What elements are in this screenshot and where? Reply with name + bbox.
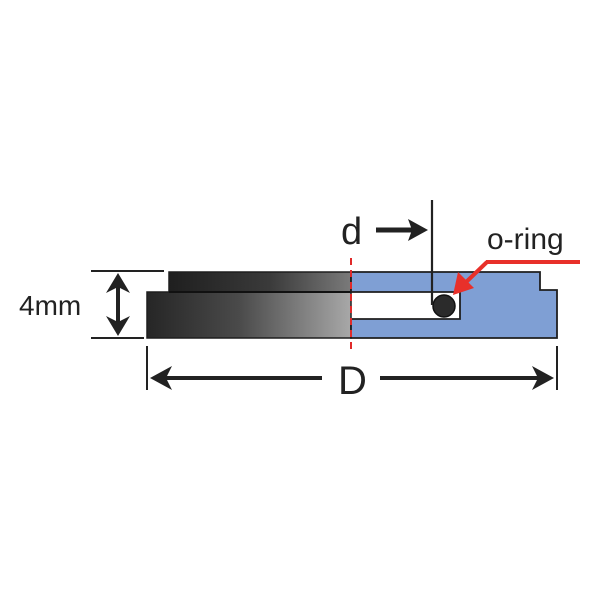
dimension-arrow-icon [532,366,554,390]
dimension-arrow-icon [106,273,130,293]
cross-section-body [350,271,558,339]
small-d-dimension: d [341,200,434,305]
o-ring-callout: o-ring [453,223,580,295]
dimension-arrow-icon [408,219,428,241]
fitting-bottom-body [146,291,352,339]
big-d-dimension: D [146,346,558,403]
d-label: d [341,211,362,253]
dimension-arrow-icon [106,316,130,336]
o-ring-section [432,294,456,318]
diameter-label: D [338,359,367,403]
fitting-exterior-view [146,271,352,339]
thickness-label: 4mm [19,290,81,321]
fitting-cross-section [350,271,558,339]
red-arrow-icon [453,272,474,295]
thickness-dimension: 4mm [19,270,164,339]
dimension-arrow-icon [150,366,172,390]
fitting-top-step [168,271,352,293]
o-ring-label: o-ring [487,223,564,256]
